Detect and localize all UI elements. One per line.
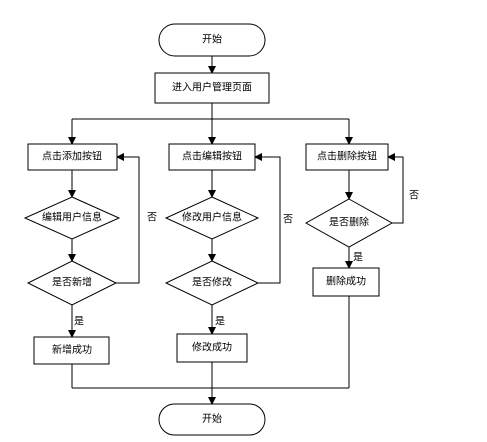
node-delete-success: 删除成功 (312, 267, 380, 297)
edge-label-modify-yes: 是 (215, 316, 225, 328)
node-enter-page: 进入用户管理页面 (154, 72, 270, 104)
edge-label-modify-no: 否 (283, 214, 293, 226)
node-click-add-label: 点击添加按钮 (42, 150, 102, 163)
node-end: 开始 (158, 403, 266, 436)
node-start: 开始 (158, 23, 266, 57)
edge-is-modified-no-loop (254, 153, 281, 284)
node-is-deleted-label: 是否删除 (329, 216, 369, 229)
node-is-modified: 是否修改 (164, 260, 260, 306)
node-is-deleted: 是否删除 (304, 198, 394, 248)
connectors (68, 56, 404, 405)
node-click-add: 点击添加按钮 (27, 143, 118, 171)
edge-label-add-yes: 是 (74, 316, 84, 328)
node-add-success: 新增成功 (33, 336, 110, 365)
node-click-delete: 点击删除按钮 (305, 143, 389, 171)
node-click-edit-label: 点击编辑按钮 (182, 150, 242, 163)
node-modify-success: 修改成功 (176, 333, 248, 363)
node-add-success-label: 新增成功 (52, 343, 92, 356)
node-click-edit: 点击编辑按钮 (168, 143, 256, 171)
edge-label-delete-yes: 是 (353, 252, 363, 264)
node-is-added: 是否新增 (26, 260, 118, 306)
edge-is-added-no-loop (116, 153, 140, 284)
node-is-modified-label: 是否修改 (192, 276, 232, 289)
node-edit-user-info: 编辑用户信息 (23, 196, 121, 240)
node-modify-user-info: 修改用户信息 (164, 196, 260, 240)
node-modify-success-label: 修改成功 (192, 341, 232, 354)
node-edit-user-info-label: 编辑用户信息 (42, 211, 102, 224)
node-start-label: 开始 (202, 33, 222, 46)
edge-is-deleted-no-loop (387, 153, 404, 224)
node-enter-page-label: 进入用户管理页面 (172, 81, 252, 94)
node-is-added-label: 是否新增 (52, 276, 92, 289)
node-click-delete-label: 点击删除按钮 (317, 150, 377, 163)
node-modify-user-info-label: 修改用户信息 (182, 211, 242, 224)
edge-label-delete-no: 否 (409, 190, 419, 202)
node-end-label: 开始 (202, 412, 222, 425)
node-delete-success-label: 删除成功 (326, 275, 366, 288)
edge-label-add-no: 否 (147, 212, 157, 224)
